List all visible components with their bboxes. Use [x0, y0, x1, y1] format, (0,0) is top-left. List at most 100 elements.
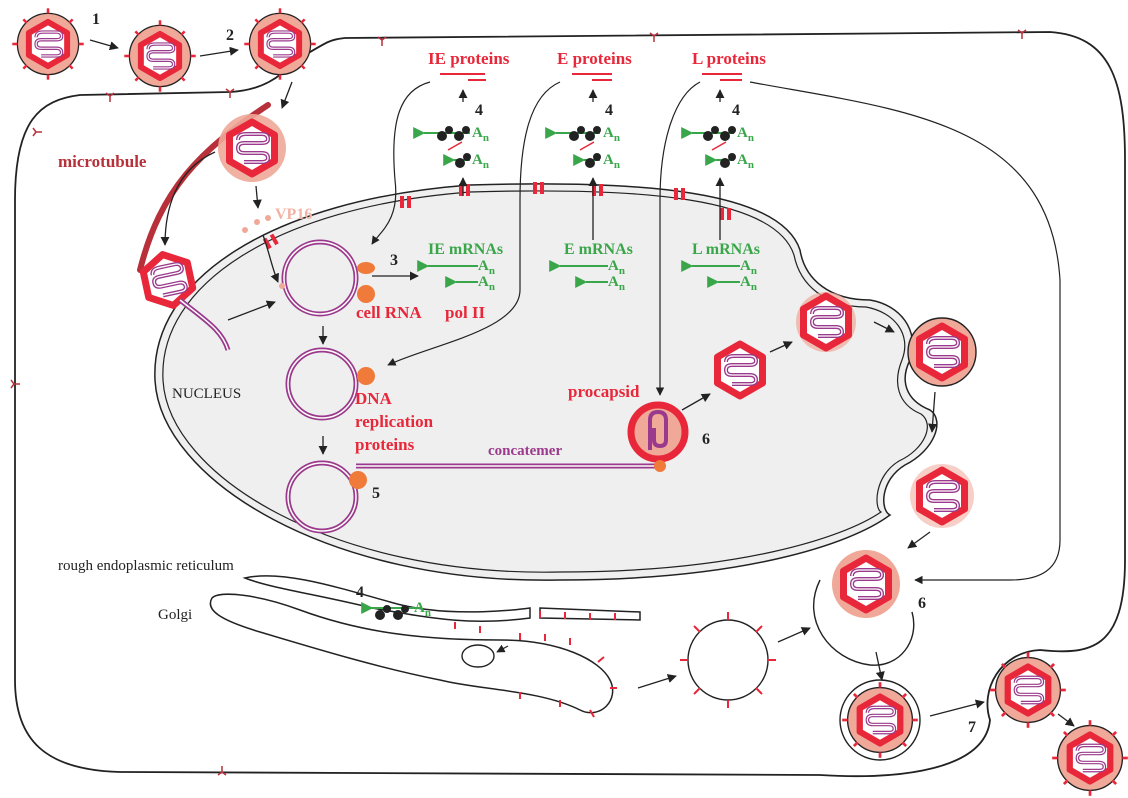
step-2-label: 2 [226, 27, 234, 44]
rough-er [242, 575, 531, 622]
arrow-golgi-to-vesicle [637, 674, 677, 689]
pol-ii [357, 285, 375, 303]
nucleocapsid-in-nucleus [718, 344, 763, 396]
virion-released [1052, 720, 1128, 796]
microtubule-label: microtubule [58, 152, 147, 171]
l-mrnas-label: L mRNAs [692, 241, 760, 258]
step-7-label: 7 [968, 719, 976, 736]
arrow-procapsid-out [681, 393, 711, 411]
dna-replication-protein [357, 367, 375, 385]
step-3-label: 3 [390, 252, 398, 269]
procapsid [627, 401, 689, 472]
vesicle-spikes [680, 612, 776, 708]
arrow-step7 [929, 699, 985, 717]
replication-complex [349, 471, 367, 489]
arrow-release [1057, 713, 1075, 727]
dna-label: DNA [355, 389, 393, 408]
cell-rna-label: cell RNA [356, 303, 422, 322]
vp16-particles [242, 215, 271, 233]
nucleus-inner-membrane [162, 190, 928, 573]
virion-step1 [12, 8, 83, 79]
nucleus-label: NUCLEUS [172, 386, 241, 402]
circular-genome-transcription [279, 239, 359, 317]
svg-text:An: An [603, 125, 620, 144]
arrow-vesicle-to-envelope [777, 627, 811, 643]
mrnas-nuclear: An An An An An An [417, 258, 757, 293]
ie-proteins-label: IE proteins [428, 49, 510, 68]
svg-text:An: An [608, 258, 625, 277]
arrow-1 [89, 39, 119, 51]
ie-mrnas-label: IE mRNAs [428, 241, 503, 258]
ie-proteins-pathway [371, 81, 431, 245]
svg-text:An: An [603, 152, 620, 171]
capsid-budding-inner [796, 292, 856, 352]
membrane-receptors [10, 29, 1027, 776]
translation-l: 4 An An [681, 89, 754, 240]
step-5-label: 5 [372, 485, 380, 502]
virion-step2 [244, 8, 315, 79]
perinuclear-virion [907, 317, 977, 387]
e-proteins-pathway [387, 81, 561, 366]
protein-bars [440, 73, 742, 81]
transport-vesicle-small [461, 644, 495, 668]
l-proteins-pathway [749, 81, 1061, 585]
vp16-label: VP16 [275, 206, 312, 223]
nuclear-pores [262, 182, 731, 250]
translation-ie: 4 An An [413, 89, 489, 196]
capsid-tegument-cytoplasm [218, 114, 286, 182]
arrow-to-exocytosis [875, 651, 885, 681]
l-proteins-pathway-in [655, 81, 701, 396]
procapsid-label: procapsid [568, 382, 640, 401]
cell-membrane [14, 31, 1126, 778]
arrow-vp16-in [262, 234, 279, 283]
arrow-vesicle [496, 644, 509, 653]
arrow-to-circle [227, 300, 276, 321]
step-4-ie: 4 [475, 102, 483, 119]
step-4-e: 4 [605, 102, 613, 119]
svg-text:An: An [608, 274, 625, 293]
e-proteins-label: E proteins [557, 49, 632, 68]
virion-enveloping [832, 550, 900, 618]
virion-step1b [124, 20, 195, 91]
svg-text:An: An [740, 274, 757, 293]
glycoprotein-spikes-golgi [454, 611, 617, 718]
svg-text:An: An [478, 274, 495, 293]
circular-genome-concatemer [285, 460, 359, 534]
arrow-deenvelope [928, 391, 938, 433]
replication-label: replication [355, 412, 434, 431]
l-proteins-label: L proteins [692, 49, 766, 68]
proteins-label: proteins [355, 435, 415, 454]
svg-text:An: An [472, 152, 489, 171]
cell-rna-text: cell RNA [356, 303, 422, 322]
concatemer-label: concatemer [488, 443, 562, 459]
er-translation: An [361, 600, 431, 620]
genome-injection-core [179, 299, 229, 351]
step-6-label-nucleus: 6 [702, 431, 710, 448]
svg-text:An: An [737, 125, 754, 144]
arrow-perinuclear [873, 321, 895, 333]
golgi [209, 593, 614, 714]
virion-exocytosis [990, 652, 1066, 728]
circular-genome-replication [285, 347, 359, 421]
svg-text:An: An [737, 152, 754, 171]
svg-text:An: An [472, 125, 489, 144]
e-mrnas-label: E mRNAs [564, 241, 633, 258]
virion-in-vesicle [839, 679, 921, 761]
pol-ii-small [357, 262, 375, 274]
envelopment-membrane [813, 579, 915, 666]
golgi-label: Golgi [158, 607, 192, 623]
svg-text:An: An [478, 258, 495, 277]
svg-text:An: An [740, 258, 757, 277]
arrow-entry [280, 81, 293, 109]
svg-text:An: An [414, 600, 431, 619]
step-6-label-cyto: 6 [918, 595, 926, 612]
rer-label: rough endoplasmic reticulum [58, 558, 234, 574]
translation-e: 4 An An [545, 89, 620, 240]
step-1-label: 1 [92, 11, 100, 28]
step-4-er: 4 [356, 584, 364, 601]
arrow-to-vp16 [252, 185, 262, 209]
arrow-2 [199, 46, 239, 57]
arrow-to-inner-membrane [769, 341, 793, 353]
nucleus [154, 183, 938, 581]
